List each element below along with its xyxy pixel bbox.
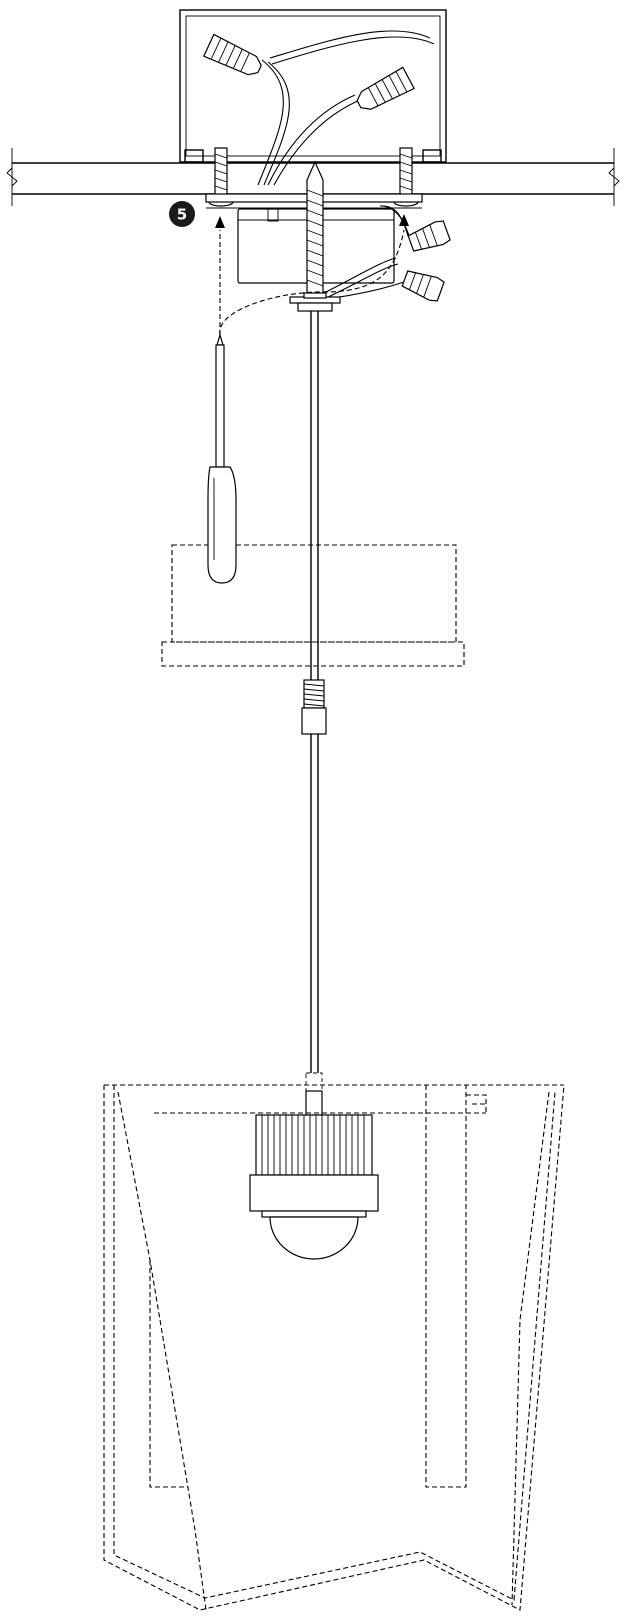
shade-dashed-outline [103, 1084, 565, 1611]
light-fixture [249, 1090, 379, 1260]
stud-nut [289, 292, 341, 312]
screwdriver-icon [207, 332, 237, 584]
wire-nut-right-upper [407, 220, 451, 252]
wire [379, 205, 409, 237]
wire-nut-top-left [202, 33, 262, 76]
suspension-rod [301, 311, 327, 1092]
canopy-dashed-outline [161, 544, 465, 667]
step-number: 5 [177, 206, 187, 224]
wire-nut-top-right [356, 66, 415, 110]
tool-path-arrows [215, 214, 409, 336]
wire-nut-right-lower [401, 270, 445, 302]
junction-box [179, 9, 447, 186]
step-badge: 5 [169, 201, 195, 227]
threaded-stud [306, 160, 324, 301]
